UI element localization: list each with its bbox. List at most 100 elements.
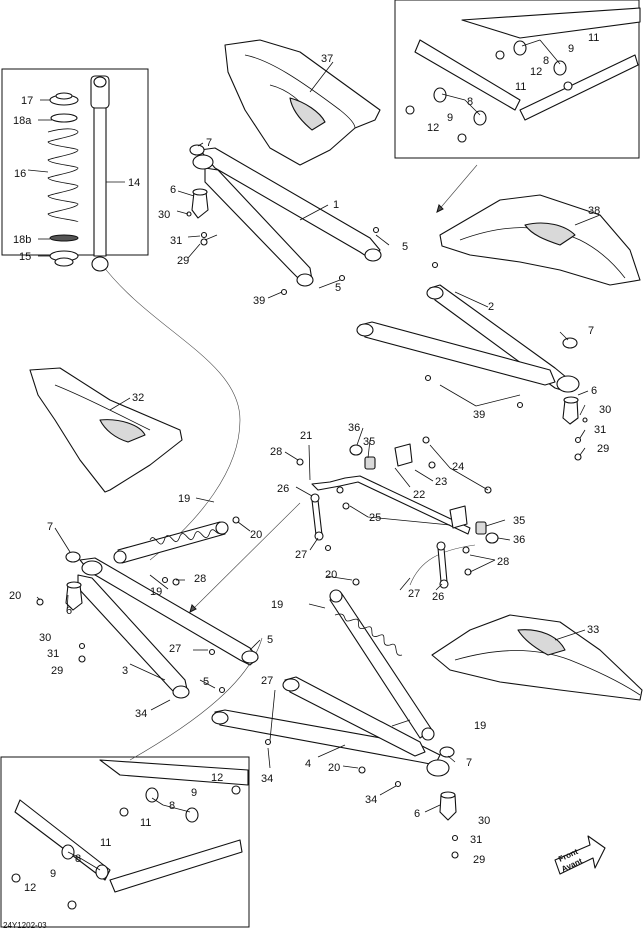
label-38: 38 bbox=[588, 205, 600, 217]
label-37: 37 bbox=[321, 53, 333, 65]
label-1: 1 bbox=[333, 199, 339, 211]
a-arm-1 bbox=[192, 147, 382, 287]
label-22: 22 bbox=[413, 489, 425, 501]
cap-36 bbox=[349, 444, 499, 544]
spring-16 bbox=[47, 128, 79, 223]
label-17: 17 bbox=[21, 95, 33, 107]
label-8d: 8 bbox=[75, 853, 81, 865]
label-12b: 12 bbox=[427, 122, 439, 134]
boot-7d bbox=[439, 746, 455, 758]
ball-joint-6d bbox=[439, 791, 457, 821]
label-36b: 36 bbox=[513, 534, 525, 546]
label-27b: 27 bbox=[408, 588, 420, 600]
label-21: 21 bbox=[300, 430, 312, 442]
label-12d: 12 bbox=[24, 882, 36, 894]
label-34c: 34 bbox=[365, 794, 377, 806]
bracket-23 bbox=[394, 443, 468, 529]
label-15: 15 bbox=[19, 251, 31, 263]
bushing-35 bbox=[364, 456, 487, 535]
spring-seat-15 bbox=[49, 250, 79, 267]
label-30a: 30 bbox=[158, 209, 170, 221]
label-24: 24 bbox=[452, 461, 464, 473]
boot-7a bbox=[189, 144, 205, 156]
label-5a: 5 bbox=[402, 241, 408, 253]
nut-29b bbox=[574, 453, 582, 461]
label-8b: 8 bbox=[467, 96, 473, 108]
ball-joint-6a bbox=[191, 188, 209, 219]
label-18b: 18b bbox=[13, 234, 31, 246]
shock-absorber-left bbox=[113, 521, 229, 564]
label-31a: 31 bbox=[170, 235, 182, 247]
label-6d: 6 bbox=[414, 808, 420, 820]
label-19a: 19 bbox=[178, 493, 190, 505]
ball-joint-6b bbox=[562, 396, 579, 425]
label-29c: 29 bbox=[51, 665, 63, 677]
cover-38 bbox=[439, 194, 641, 286]
cover-37 bbox=[224, 39, 381, 166]
label-7c: 7 bbox=[47, 521, 53, 533]
label-26b: 26 bbox=[432, 591, 444, 603]
label-5c: 5 bbox=[267, 634, 273, 646]
detail-top-right-parts bbox=[405, 7, 641, 143]
label-27d: 27 bbox=[261, 675, 273, 687]
label-4: 4 bbox=[305, 758, 311, 770]
label-36a: 36 bbox=[348, 422, 360, 434]
label-5d: 5 bbox=[203, 676, 209, 688]
diagram-reference-number: 24Y1202-03 bbox=[3, 921, 47, 930]
label-32: 32 bbox=[132, 392, 144, 404]
a-arm-2 bbox=[356, 284, 580, 393]
label-20d: 20 bbox=[328, 762, 340, 774]
label-31d: 31 bbox=[470, 834, 482, 846]
shock-absorber-right bbox=[329, 589, 435, 741]
label-33: 33 bbox=[587, 624, 599, 636]
spring-spacer-18b bbox=[49, 234, 79, 242]
label-12a: 12 bbox=[530, 66, 542, 78]
label-31b: 31 bbox=[594, 424, 606, 436]
label-11b: 11 bbox=[515, 81, 526, 93]
sway-bar-link-26a bbox=[310, 493, 324, 541]
label-19b: 19 bbox=[150, 586, 162, 598]
cover-33 bbox=[431, 614, 643, 701]
boot-7b bbox=[562, 337, 578, 349]
washer-31c bbox=[78, 642, 86, 650]
bolts-hardware bbox=[36, 226, 524, 788]
label-27a: 27 bbox=[295, 549, 307, 561]
label-5b: 5 bbox=[335, 282, 341, 294]
label-3: 3 bbox=[122, 665, 128, 677]
label-39a: 39 bbox=[253, 295, 265, 307]
label-9d: 9 bbox=[50, 868, 56, 880]
label-7b: 7 bbox=[588, 325, 594, 337]
label-7d: 7 bbox=[466, 757, 472, 769]
label-20b: 20 bbox=[9, 590, 21, 602]
ball-joint-6c bbox=[65, 581, 83, 611]
label-20a: 20 bbox=[250, 529, 262, 541]
label-30c: 30 bbox=[39, 632, 51, 644]
label-19d: 19 bbox=[474, 720, 486, 732]
nut-29d bbox=[451, 851, 459, 859]
label-12c: 12 bbox=[211, 772, 223, 784]
leader-lines bbox=[27, 39, 601, 871]
label-28c: 28 bbox=[497, 556, 509, 568]
label-30b: 30 bbox=[599, 404, 611, 416]
shock-absorber-14 bbox=[90, 75, 110, 272]
washer-31b bbox=[574, 436, 582, 444]
pin-30b bbox=[582, 417, 588, 423]
label-30d: 30 bbox=[478, 815, 490, 827]
label-11d: 11 bbox=[100, 837, 111, 849]
label-8a: 8 bbox=[543, 55, 549, 67]
front-direction-arrow: Front Avant bbox=[554, 835, 606, 875]
label-14: 14 bbox=[128, 177, 140, 189]
detail-bottom-left-parts bbox=[11, 759, 249, 910]
label-29b: 29 bbox=[597, 443, 609, 455]
label-34b: 34 bbox=[261, 773, 273, 785]
label-26a: 26 bbox=[277, 483, 289, 495]
label-7a: 7 bbox=[206, 137, 212, 149]
label-29a: 29 bbox=[177, 255, 189, 267]
cover-32 bbox=[29, 367, 183, 493]
label-9b: 9 bbox=[447, 112, 453, 124]
label-34a: 34 bbox=[135, 708, 147, 720]
label-23: 23 bbox=[435, 476, 447, 488]
label-39b: 39 bbox=[473, 409, 485, 421]
washer-31a bbox=[200, 231, 208, 239]
label-9c: 9 bbox=[191, 787, 197, 799]
